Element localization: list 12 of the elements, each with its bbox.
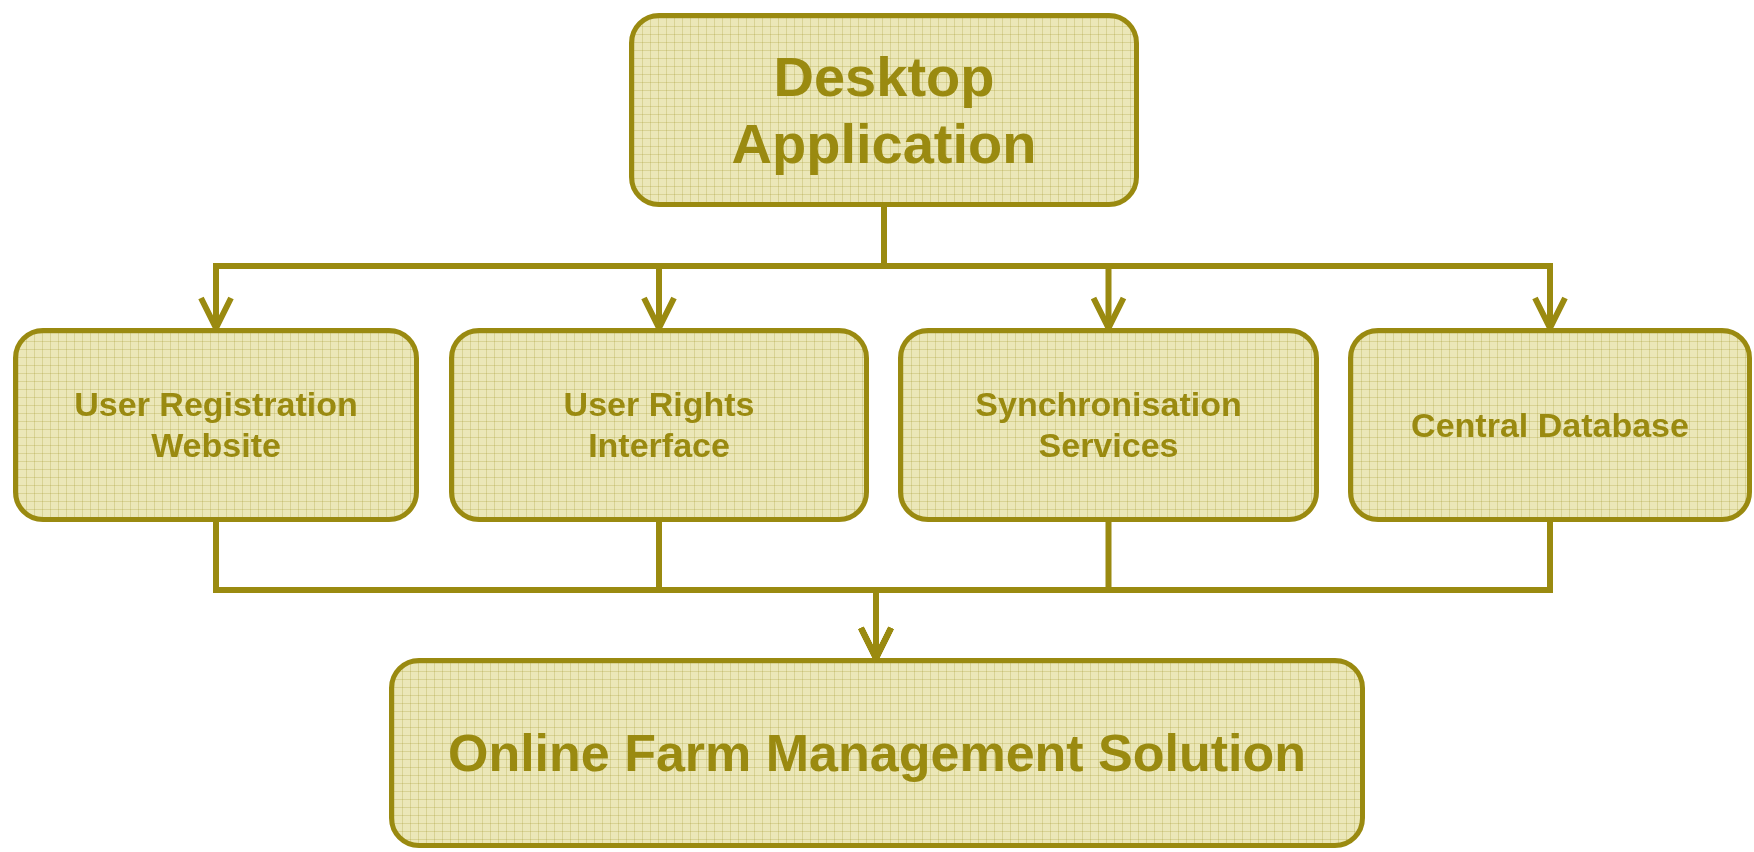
process-box (629, 13, 1139, 207)
process-box (389, 658, 1365, 848)
box-label: Desktop Application (730, 43, 1038, 177)
box-label: User Rights Interface (562, 384, 756, 466)
process-box (898, 328, 1319, 522)
process-box (449, 328, 869, 522)
box-label: User Registration Website (73, 384, 359, 466)
process-box (13, 328, 419, 522)
box-label: Central Database (1410, 404, 1690, 446)
box-label: Synchronisation Services (974, 384, 1243, 466)
process-box (1348, 328, 1752, 522)
box-label: Online Farm Management Solution (446, 722, 1308, 784)
